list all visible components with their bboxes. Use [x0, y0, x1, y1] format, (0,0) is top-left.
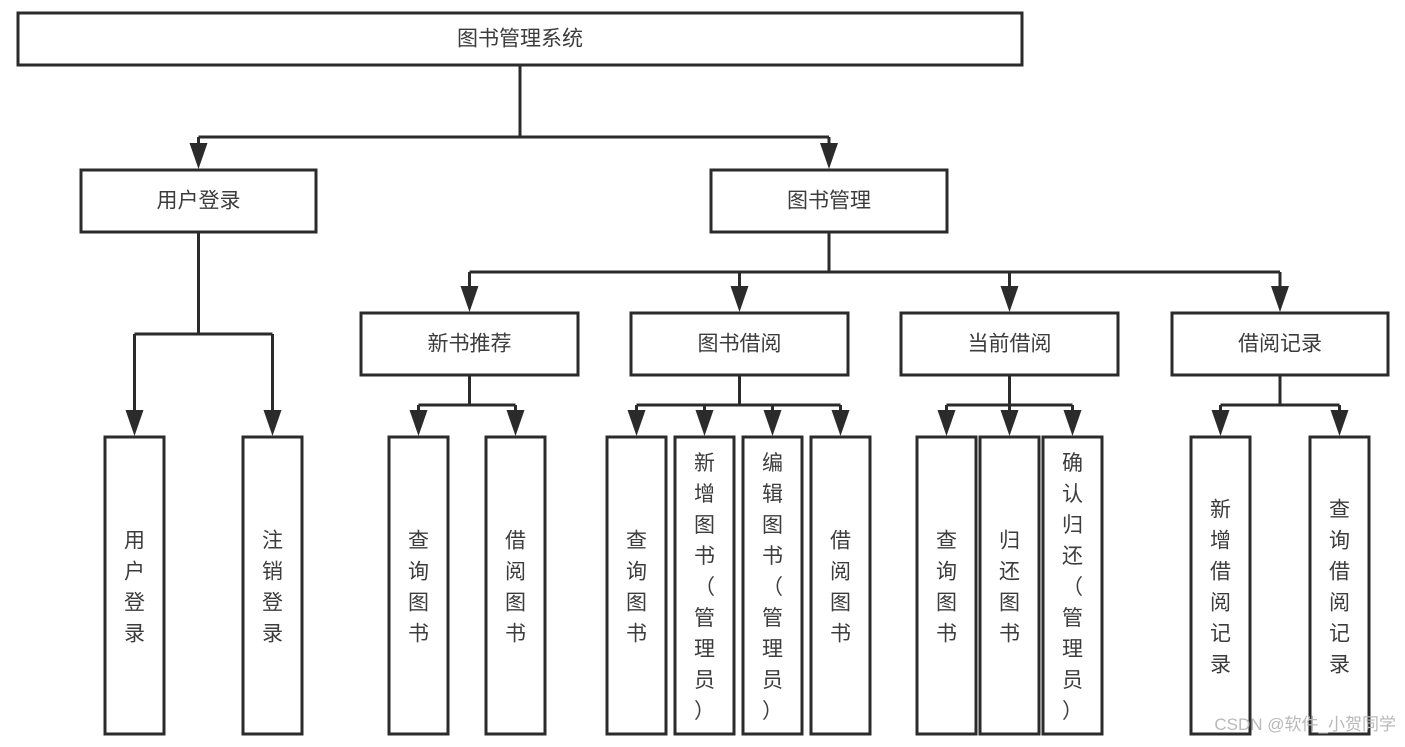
node-label: 查询图书: [936, 530, 957, 646]
diagram-node-leaf-logout[interactable]: 注销登录: [241, 435, 304, 736]
diagram-node-leaf-borrow-book-2[interactable]: 借阅图书: [809, 435, 872, 736]
connector-layer: [125, 65, 1349, 436]
arrow-head-icon: [409, 410, 428, 436]
node-label: 图书借阅: [698, 333, 782, 356]
diagram-node-leaf-user-login[interactable]: 用户登录: [103, 435, 166, 736]
node-box: [1308, 435, 1371, 736]
node-label: 新增图书（管理员）: [694, 452, 715, 723]
node-box: [673, 435, 736, 736]
arrow-head-icon: [831, 410, 850, 436]
node-box: [809, 435, 872, 736]
diagram-node-user-login[interactable]: 用户登录: [79, 168, 318, 234]
diagram-node-book-manage[interactable]: 图书管理: [709, 168, 949, 234]
node-box: [241, 435, 304, 736]
node-label: 查询图书: [626, 530, 647, 646]
node-label: 编辑图书（管理员）: [762, 452, 783, 723]
node-label: 图书管理系统: [457, 28, 583, 51]
diagram-node-leaf-return-book[interactable]: 归还图书: [978, 435, 1041, 736]
node-label: 图书管理: [787, 190, 871, 213]
arrow-head-icon: [627, 410, 646, 436]
node-box: [387, 435, 450, 736]
node-layer: 图书管理系统用户登录图书管理新书推荐图书借阅当前借阅借阅记录用户登录注销登录查询…: [16, 11, 1390, 736]
node-label: 查询借阅记录: [1329, 499, 1350, 677]
node-box: [605, 435, 668, 736]
arrow-head-icon: [695, 410, 714, 436]
diagram-node-book-borrow[interactable]: 图书借阅: [629, 311, 850, 377]
node-box: [359, 311, 580, 377]
node-box: [709, 168, 949, 234]
arrow-head-icon: [1000, 410, 1019, 436]
diagram-node-leaf-query-book-3[interactable]: 查询图书: [915, 435, 978, 736]
arrow-head-icon: [937, 410, 956, 436]
csdn-watermark: CSDN @软件_小贺同学: [1214, 715, 1396, 734]
diagram-node-borrow-record[interactable]: 借阅记录: [1170, 311, 1390, 377]
diagram-node-leaf-query-book-1[interactable]: 查询图书: [387, 435, 450, 736]
node-box: [79, 168, 318, 234]
diagram-node-leaf-borrow-book-1[interactable]: 借阅图书: [484, 435, 547, 736]
diagram-node-current-borrow[interactable]: 当前借阅: [899, 311, 1120, 377]
node-box: [1170, 311, 1390, 377]
node-box: [16, 11, 1024, 67]
arrow-head-icon: [1211, 410, 1230, 436]
node-label: 当前借阅: [968, 333, 1052, 356]
node-label: 归还图书: [999, 530, 1020, 646]
node-box: [899, 311, 1120, 377]
diagram-node-new-book-rec[interactable]: 新书推荐: [359, 311, 580, 377]
node-label: 用户登录: [157, 190, 241, 213]
node-label: 确认归还（管理员）: [1062, 452, 1083, 723]
node-box: [629, 311, 850, 377]
node-label: 借阅记录: [1238, 333, 1322, 356]
node-box: [484, 435, 547, 736]
node-box: [103, 435, 166, 736]
node-box: [1041, 435, 1104, 736]
arrow-head-icon: [730, 286, 749, 312]
diagram-node-leaf-confirm-return[interactable]: 确认归还（管理员）: [1041, 435, 1104, 736]
node-box: [915, 435, 978, 736]
arrow-head-icon: [125, 410, 144, 436]
node-label: 新书推荐: [428, 333, 512, 356]
node-box: [741, 435, 804, 736]
diagram-node-leaf-query-book-2[interactable]: 查询图书: [605, 435, 668, 736]
arrow-head-icon: [263, 410, 282, 436]
arrow-head-icon: [189, 143, 208, 169]
arrow-head-icon: [820, 143, 838, 169]
diagram-node-leaf-query-record[interactable]: 查询借阅记录: [1308, 435, 1371, 736]
arrow-head-icon: [1000, 286, 1019, 312]
node-box: [1189, 435, 1252, 736]
diagram-node-leaf-add-book[interactable]: 新增图书（管理员）: [673, 435, 736, 736]
diagram-node-leaf-edit-book[interactable]: 编辑图书（管理员）: [741, 435, 804, 736]
node-label: 借阅图书: [830, 530, 851, 646]
node-label: 借阅图书: [505, 530, 526, 646]
diagram-node-root[interactable]: 图书管理系统: [16, 11, 1024, 67]
node-label: 新增借阅记录: [1210, 499, 1231, 677]
arrow-head-icon: [460, 286, 479, 312]
arrow-head-icon: [506, 410, 525, 436]
diagram-node-leaf-add-record[interactable]: 新增借阅记录: [1189, 435, 1252, 736]
node-label: 用户登录: [124, 530, 145, 646]
arrow-head-icon: [1330, 410, 1349, 436]
node-label: 查询图书: [408, 530, 429, 646]
arrow-head-icon: [1063, 410, 1082, 436]
node-box: [978, 435, 1041, 736]
arrow-head-icon: [1271, 286, 1289, 312]
node-label: 注销登录: [262, 530, 283, 646]
arrow-head-icon: [763, 410, 782, 436]
